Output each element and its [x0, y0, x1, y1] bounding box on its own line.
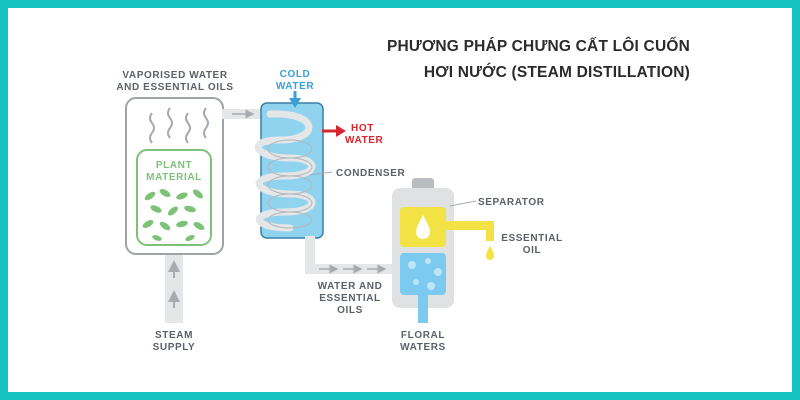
floral-waters-label-2: WATERS	[400, 342, 446, 353]
separator-cap	[412, 178, 434, 190]
steam-supply-label-1: STEAM	[155, 330, 193, 341]
separator-label: SEPARATOR	[478, 197, 545, 208]
essential-oil-label-2: OIL	[523, 245, 541, 256]
water-oils-label-1: WATER AND	[318, 281, 383, 292]
leader-lines	[309, 171, 477, 207]
title-line-1: PHƯƠNG PHÁP CHƯNG CẤT LÔI CUỐN	[387, 37, 690, 55]
plant-label-1: PLANT	[156, 160, 192, 171]
steam-supply-label-2: SUPPLY	[153, 342, 196, 353]
oil-drop-icon	[416, 215, 430, 239]
water-oils-label-2: ESSENTIAL	[319, 293, 381, 304]
still-vessel: PLANT MATERIAL	[125, 97, 224, 255]
bubbles-icon	[408, 258, 442, 290]
title-line-2: HƠI NƯỚC (STEAM DISTILLATION)	[424, 63, 690, 81]
floral-waters-label-1: FLORAL	[401, 330, 445, 341]
condenser	[254, 102, 324, 239]
cold-water-label-1: COLD	[280, 69, 311, 80]
distillate-pipe	[305, 236, 400, 274]
floral-water-outlet	[418, 295, 428, 323]
steam-supply-pipe	[165, 253, 183, 323]
essential-oil-label-1: ESSENTIAL	[501, 233, 563, 244]
water-oils-label-3: OILS	[337, 305, 363, 316]
separator	[392, 178, 494, 323]
hot-water-label-1: HOT	[351, 123, 374, 134]
cold-water-label-2: WATER	[276, 81, 315, 92]
vaporised-label-2: AND ESSENTIAL OILS	[116, 82, 233, 93]
steam-vapour-icon	[149, 107, 209, 144]
vapour-pipe	[222, 109, 274, 119]
condenser-label: CONDENSER	[336, 168, 405, 179]
oil-droplet-icon	[486, 246, 494, 260]
hot-water-outlet	[322, 125, 346, 137]
oil-outlet-pipe	[445, 221, 491, 230]
plant-material-box	[136, 149, 212, 246]
hot-water-label-2: WATER	[345, 135, 384, 146]
cold-water-inlet	[289, 91, 301, 108]
condenser-coil-outline	[267, 139, 313, 229]
vaporised-label-1: VAPORISED WATER	[122, 70, 227, 81]
leaves-icon	[142, 189, 205, 242]
plant-label-2: MATERIAL	[146, 172, 202, 183]
